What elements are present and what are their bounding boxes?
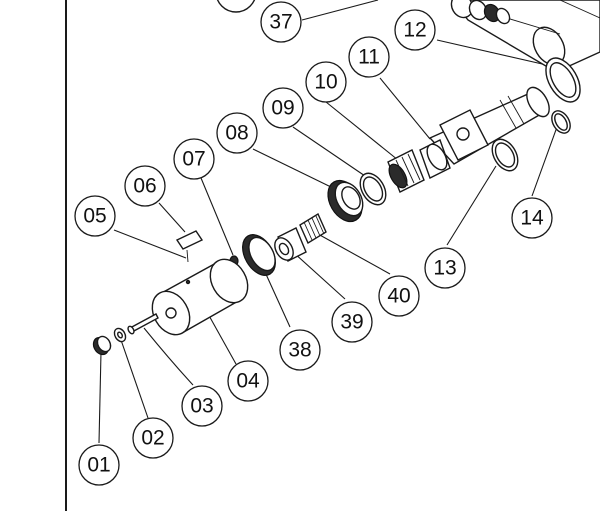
callout-14: 14 xyxy=(511,197,553,239)
leader-11 xyxy=(379,77,431,140)
callout-09: 09 xyxy=(262,87,304,129)
svg-text:39: 39 xyxy=(340,311,363,334)
svg-text:38: 38 xyxy=(288,339,311,362)
callout-11: 11 xyxy=(348,36,390,78)
callout-01: 01 xyxy=(78,444,120,486)
leader-39 xyxy=(292,251,346,300)
callout-03: 03 xyxy=(181,385,223,427)
svg-text:37: 37 xyxy=(269,11,292,34)
callout-07: 07 xyxy=(173,138,215,180)
key-pin xyxy=(175,230,204,263)
svg-text:02: 02 xyxy=(141,427,164,450)
callout-06: 06 xyxy=(124,165,166,207)
bolt xyxy=(127,313,159,335)
svg-text:04: 04 xyxy=(236,370,260,393)
leader-14 xyxy=(531,126,558,197)
leader-38 xyxy=(264,271,291,328)
tube-end-nut xyxy=(450,0,511,25)
svg-text:03: 03 xyxy=(190,395,213,418)
svg-text:05: 05 xyxy=(83,205,106,228)
top-cut-circle xyxy=(216,0,256,13)
leader-05 xyxy=(113,229,187,259)
callout-39: 39 xyxy=(331,301,373,343)
leader-02 xyxy=(120,339,149,419)
leader-13 xyxy=(446,165,497,246)
svg-text:06: 06 xyxy=(133,175,156,198)
callout-13: 13 xyxy=(424,247,466,289)
svg-text:14: 14 xyxy=(520,207,544,230)
seal-ring xyxy=(242,234,276,276)
small-cylinder xyxy=(274,227,307,262)
callout-04: 04 xyxy=(227,360,269,402)
svg-text:10: 10 xyxy=(314,71,337,94)
leader-40 xyxy=(317,233,391,275)
cup-washer xyxy=(419,139,451,179)
leader-09 xyxy=(292,126,369,179)
cylinder-body xyxy=(151,258,249,336)
leader-08 xyxy=(252,148,334,189)
end-cap xyxy=(92,335,112,356)
leader-10 xyxy=(325,101,399,161)
main-shaft xyxy=(428,86,550,165)
callout-40: 40 xyxy=(378,275,420,317)
svg-text:01: 01 xyxy=(87,454,110,477)
svg-text:09: 09 xyxy=(271,97,294,120)
grooved-ring xyxy=(327,179,364,223)
leader-lines xyxy=(98,0,558,444)
svg-text:40: 40 xyxy=(387,285,410,308)
leader-12 xyxy=(436,39,552,67)
callout-10: 10 xyxy=(305,61,347,103)
callout-12: 12 xyxy=(394,9,436,51)
parts xyxy=(92,0,600,356)
callout-08: 08 xyxy=(216,112,258,154)
callout-05: 05 xyxy=(74,195,116,237)
callout-02: 02 xyxy=(132,417,174,459)
leader-37 xyxy=(301,0,379,21)
svg-text:12: 12 xyxy=(403,19,426,42)
svg-text:08: 08 xyxy=(225,122,248,145)
leader-01 xyxy=(98,351,102,444)
leader-06 xyxy=(158,202,186,233)
svg-text:07: 07 xyxy=(182,148,205,171)
coil-spring xyxy=(299,212,327,245)
callout-38: 38 xyxy=(279,329,321,371)
svg-text:13: 13 xyxy=(433,257,456,280)
threaded-collar xyxy=(387,149,425,193)
leader-03 xyxy=(143,327,194,386)
svg-text:11: 11 xyxy=(358,46,380,69)
leader-04 xyxy=(206,311,237,365)
callout-37: 37 xyxy=(260,1,302,43)
leader-07 xyxy=(200,177,234,256)
